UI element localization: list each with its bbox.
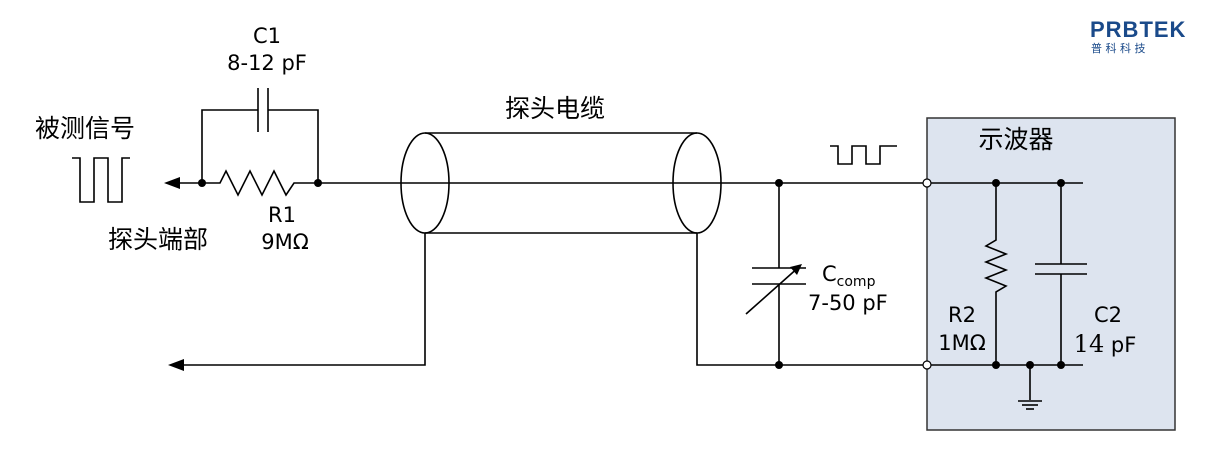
r1-value: 9MΩ	[261, 230, 309, 254]
logo-sub: 普 科 科 技	[1091, 41, 1146, 55]
input-square-wave-icon	[72, 157, 130, 203]
r1-node-right	[314, 179, 322, 187]
c1-wire-right	[268, 109, 319, 183]
ground-return-wire	[182, 233, 426, 366]
ground-symbol-icon	[1018, 400, 1042, 410]
scope-ground-terminal	[922, 360, 932, 370]
r1-name: R1	[268, 203, 296, 227]
r2-name: R2	[948, 303, 976, 327]
c1-name: C1	[253, 24, 281, 48]
c2-name: C2	[1094, 303, 1122, 327]
ccomp-name: Ccomp	[822, 262, 876, 290]
signal-label: 被测信号	[35, 114, 135, 143]
ccomp-variable-arrow	[745, 265, 801, 315]
c2-value: 14 pF	[1074, 330, 1137, 358]
c1-value: 8-12 pF	[227, 51, 307, 75]
c1-wire-left	[201, 109, 258, 183]
r1-resistor	[202, 169, 318, 197]
probe-tip-label: 探头端部	[108, 225, 208, 254]
r1-node-left	[198, 179, 206, 187]
scope-label: 示波器	[978, 125, 1053, 154]
logo-brand: PRBTEK	[1090, 17, 1186, 42]
ground-arrow-icon	[168, 359, 184, 371]
r2-resistor	[983, 183, 1009, 365]
ccomp-value: 7-50 pF	[808, 291, 888, 315]
tip-arrow-icon	[164, 177, 180, 189]
scope-input-terminal	[922, 178, 932, 188]
cable-ground-wire	[696, 233, 927, 366]
r2-value: 1MΩ	[938, 331, 986, 355]
variable-arrow-head-icon	[790, 264, 802, 275]
cable-label: 探头电缆	[505, 94, 605, 123]
output-square-wave-icon	[830, 145, 897, 165]
